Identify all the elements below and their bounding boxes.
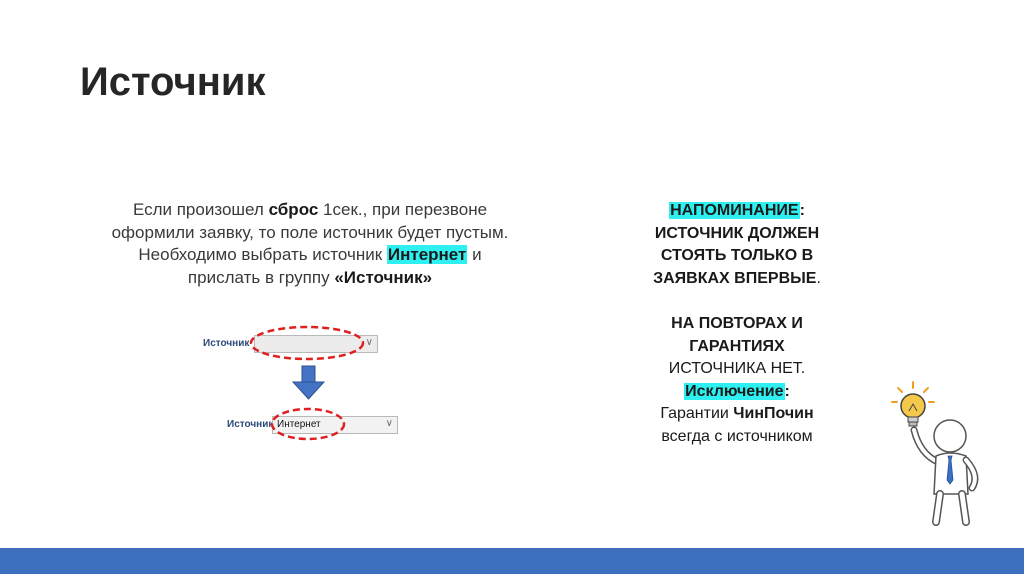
source-field-label-filled: Источник (227, 419, 274, 430)
repeats-text: НА ПОВТОРАХ И ГАРАНТИЯХ (671, 315, 803, 355)
group-name: «Источник» (334, 267, 433, 287)
footer-band (0, 548, 1024, 574)
reset-word: сброс (268, 200, 319, 219)
exception-colon: : (784, 382, 790, 400)
down-arrow-icon (291, 365, 326, 400)
reminder-colon: : (799, 202, 805, 219)
source-combo-value: Интернет (277, 419, 321, 430)
always-with-source-text: всегда с источником (661, 427, 813, 445)
reminder-body: ИСТОЧНИК ДОЛЖЕН СТОЯТЬ ТОЛЬКО В ЗАЯВКАХ … (653, 224, 820, 287)
brand-name: ЧинПочин (733, 405, 814, 422)
reminder-text: НАПОМИНАНИЕ: ИСТОЧНИК ДОЛЖЕН СТОЯТЬ ТОЛЬ… (632, 200, 842, 448)
idea-person-illustration (891, 381, 979, 526)
source-field-label-empty: Источник (203, 338, 250, 349)
exception-heading: Исключение (684, 382, 785, 400)
chevron-down-icon[interactable]: ∨ (365, 337, 373, 348)
highlight-ellipse-empty (249, 325, 365, 361)
reminder-heading: НАПОМИНАНИЕ (669, 202, 800, 219)
reminder-dot: . (816, 269, 821, 287)
highlight-ellipse-filled (270, 407, 346, 441)
no-source-text: ИСТОЧНИКА НЕТ. (668, 360, 806, 377)
slide-title: Источник (80, 60, 266, 104)
guarantee-text: Гарантии (660, 405, 734, 422)
source-combo-empty[interactable]: ∨ (254, 335, 378, 353)
instruction-text: Если произошел сброс 1сек., при перезвон… (110, 199, 510, 289)
instruction-part-1: Если произошел (132, 200, 269, 219)
instruction-part-3: и прислать в группу (187, 245, 482, 287)
chevron-down-icon[interactable]: ∨ (385, 418, 393, 429)
internet-highlight: Интернет (386, 245, 468, 264)
instruction-part-2: 1сек., при перезвоне оформили заявку, то… (111, 200, 509, 264)
